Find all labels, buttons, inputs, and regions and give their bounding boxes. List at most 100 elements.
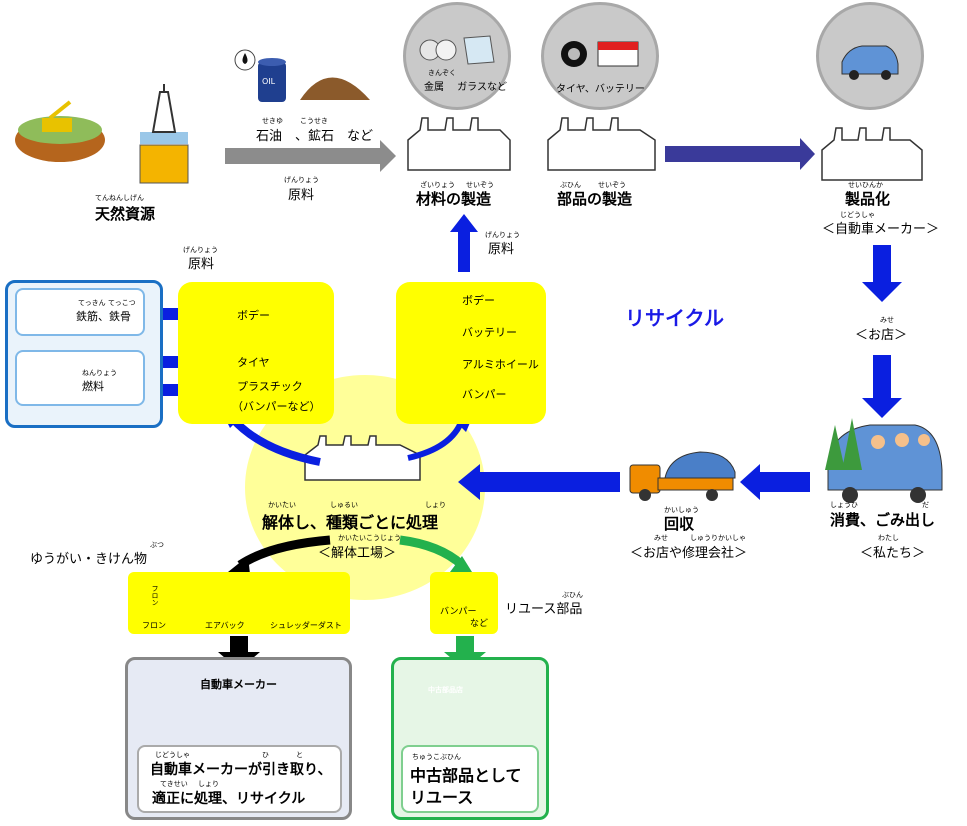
- collect-sub-ruby-1: みせ: [654, 534, 668, 542]
- recycle-label: リサイクル: [625, 306, 724, 330]
- raw-mid-ruby: げんりょう: [485, 231, 520, 239]
- oil-drum-illustration: OIL: [234, 49, 286, 102]
- parts-mfg-label: 部品の製造: [557, 190, 633, 208]
- right-body-label: ボデー: [462, 294, 495, 307]
- reuse-label: リユース部品: [505, 602, 583, 617]
- fuel-ruby: ねんりょう: [82, 369, 117, 377]
- right-bumper-label: バンパー: [462, 388, 507, 401]
- used-parts-ruby: ちゅうこぶひん: [412, 753, 461, 761]
- natural-resources-label: 天然資源: [95, 205, 156, 223]
- left-tire-label: タイヤ: [237, 356, 270, 369]
- raw-material-parts-box: [178, 282, 334, 424]
- consume-label: 消費、ごみ出し: [830, 511, 936, 529]
- dismantle-ruby-2: しゅるい: [330, 501, 358, 509]
- left-plastic-label: プラスチック: [237, 380, 303, 393]
- dismantle-title: 解体し、種類ごとに処理: [262, 513, 439, 532]
- ore-ruby: こうせき: [300, 117, 328, 125]
- factory-dismantle: [304, 435, 421, 481]
- oil-ruby: せきゆ: [262, 117, 283, 125]
- bottom-left-line2: 適正に処理、リサイクル: [152, 791, 306, 807]
- reuse-bumper-label: バンパー: [440, 607, 477, 617]
- dismantle-to-left-yellow-arrow: [228, 415, 321, 466]
- dismantle-to-hazard-arrow: [237, 535, 331, 569]
- rebar-panel: [15, 288, 145, 336]
- bottom-left-line1: 自動車メーカーが引き取り、: [150, 762, 332, 778]
- raw-left-ruby: げんりょう: [183, 246, 218, 254]
- dust-label: シュレッダーダスト: [270, 621, 342, 630]
- material-mfg-label: 材料の製造: [416, 190, 492, 208]
- reuse-label-ruby: ぶひん: [562, 591, 583, 599]
- dismantle-ruby-1: かいたい: [268, 501, 296, 509]
- rebar-ruby-2: てっこつ: [108, 299, 136, 307]
- raw-left-label: 原料: [188, 257, 215, 272]
- used-parts-line1: 中古部品として: [410, 766, 522, 785]
- oil-rig-illustration: [139, 84, 189, 184]
- mining-illustration: [15, 100, 105, 162]
- parts-mfg-ruby-2: せいぞう: [598, 181, 626, 189]
- left-plastic-sub-label: （バンパーなど）: [232, 400, 321, 413]
- freon-label: フロン: [142, 621, 166, 630]
- used-parts-shop-sign: 中古部品店: [428, 686, 463, 694]
- family-car-illustration: [825, 418, 943, 503]
- parts-to-product-arrow: [665, 138, 815, 170]
- reuse-parts-box: [430, 572, 498, 634]
- raw-material-arrow: [225, 140, 396, 172]
- hazard-label-ruby: ぶつ: [150, 541, 164, 549]
- tire-battery-icon: [558, 36, 648, 68]
- material-mfg-ruby-1: ざいりょう: [420, 181, 455, 189]
- raw-material-ruby: げんりょう: [284, 176, 319, 184]
- hazard-box: [128, 572, 350, 634]
- bottom-left-ruby-4: てきせい: [160, 780, 188, 788]
- consume-ruby-2: だ: [922, 501, 929, 509]
- fuel-panel: [15, 350, 145, 406]
- productize-label: 製品化: [845, 190, 891, 208]
- used-parts-line2: リユース: [410, 788, 474, 807]
- oil-drum-text: OIL: [262, 77, 276, 86]
- parts-mfg-ruby-1: ぶひん: [560, 181, 581, 189]
- dismantle-sub-label: ＜解体工場＞: [318, 546, 397, 561]
- raw-material-label: 原料: [288, 188, 315, 203]
- factory-maker: [821, 127, 923, 181]
- dismantle-ruby-3: しょり: [425, 501, 446, 509]
- recycled-parts-box: [396, 282, 546, 424]
- hazard-label: ゆうがい・きけん物: [30, 552, 148, 567]
- right-battery-label: バッテリー: [462, 326, 517, 339]
- product-to-store-arrow: [862, 245, 902, 302]
- automaker-label: ＜自動車メーカー＞: [822, 222, 940, 237]
- factory-parts: [547, 117, 656, 171]
- store-ruby: みせ: [880, 316, 894, 324]
- raw-mid-label: 原料: [488, 242, 515, 257]
- bottom-left-ruby-2: ひ: [262, 751, 269, 759]
- collect-sub-ruby-2: しゅうりかいしゃ: [690, 534, 746, 542]
- material-mfg-ruby-2: せいぞう: [466, 181, 494, 189]
- tow-truck-illustration: [629, 451, 736, 501]
- reuse-to-shop-arrow: [444, 636, 486, 670]
- dismantle-sub-ruby: かいたいこうじょう: [338, 534, 401, 542]
- bottom-maker-label: 自動車メーカー: [200, 678, 277, 691]
- bottom-left-ruby-5: しょり: [198, 780, 219, 788]
- collect-sub-label: ＜お店や修理会社＞: [630, 546, 748, 561]
- metal-ruby: きんぞく: [428, 69, 456, 77]
- hazard-to-maker-arrow: [218, 636, 260, 670]
- rebar-ruby-1: てっきん: [78, 299, 106, 307]
- oil-ore-label: 石油 、鉱石 など: [256, 129, 374, 144]
- right-wheel-label: アルミホイール: [462, 358, 539, 371]
- fuel-label: 燃料: [82, 380, 104, 393]
- dismantle-to-reuse-arrow: [399, 535, 466, 569]
- collect-label: 回収: [664, 515, 695, 533]
- freon-can-label: フロン: [151, 585, 159, 606]
- factory-material: [407, 117, 511, 171]
- airbag-label: エアバック: [205, 621, 245, 630]
- productize-ruby: せいひんか: [848, 181, 883, 189]
- used-parts-text-panel: [401, 745, 539, 813]
- us-ruby: わたし: [878, 534, 899, 542]
- automaker-ruby: じどうしゃ: [840, 211, 875, 219]
- reuse-etc-label: など: [470, 619, 489, 629]
- left-body-label: ボデー: [237, 309, 270, 322]
- bottom-left-ruby-1: じどうしゃ: [155, 751, 190, 759]
- ore-pile-illustration: [300, 77, 370, 100]
- metal-glass-label: 金属 ガラスなど: [424, 82, 507, 93]
- store-to-consume-arrow: [862, 355, 902, 418]
- collect-ruby: かいしゅう: [664, 506, 699, 514]
- tire-battery-label: タイヤ、バッテリー: [556, 84, 645, 95]
